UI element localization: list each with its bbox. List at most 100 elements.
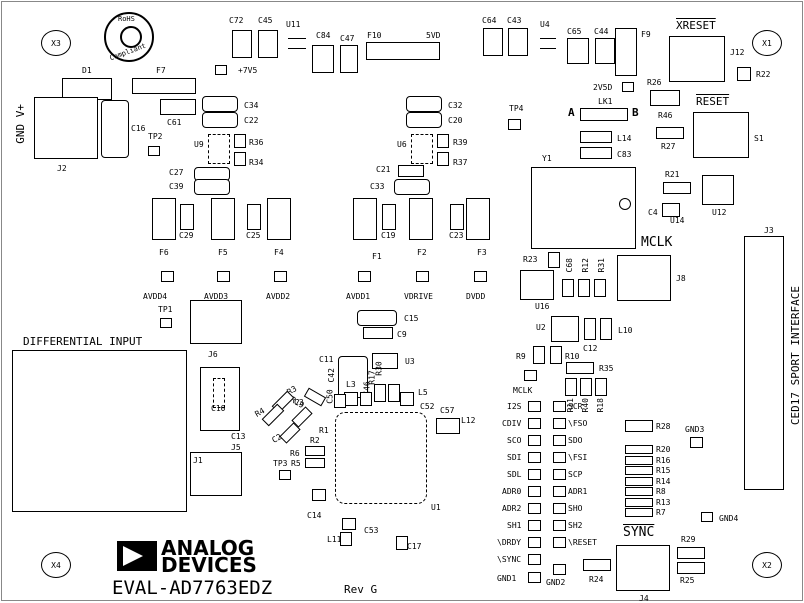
component-r28: [625, 420, 653, 432]
pin-pad: [528, 537, 541, 548]
test-point-tp3: [279, 470, 291, 480]
component-c12b: [600, 318, 612, 340]
xreset-switch-j12: [669, 36, 725, 82]
component-r21: [663, 182, 691, 194]
pin-pad: [528, 520, 541, 531]
sport-interface-j3: [744, 236, 784, 490]
regulator-u9: [208, 134, 230, 164]
pin-pad: [553, 452, 566, 463]
mount-hole-x3: X3: [41, 30, 71, 56]
pin-label: ADR0: [502, 487, 522, 496]
jumper-lk1: [580, 108, 628, 121]
component-f2: [409, 198, 433, 240]
analog-devices-logo: [117, 541, 157, 571]
component-l14: [580, 131, 612, 143]
component-c64: [483, 28, 503, 56]
resistor-pad: [625, 476, 653, 486]
component-r17: [374, 384, 386, 402]
component-f4: [267, 198, 291, 240]
resistor-pad: [625, 497, 653, 507]
component-c15: [357, 310, 397, 326]
pin-pad: [528, 486, 541, 497]
pin-label: CDIV: [502, 419, 522, 428]
board-name: EVAL-AD7763EDZ: [112, 577, 273, 599]
component-r18: [595, 378, 607, 396]
resistor-pad: [625, 508, 653, 517]
component-f5: [211, 198, 235, 240]
test-point-avdd4: [161, 271, 174, 282]
test-point-vdrive: [416, 271, 429, 282]
pin-pad: [528, 452, 541, 463]
test-point-7v5: [215, 65, 227, 75]
component-r12: [578, 279, 590, 297]
component-r5: [305, 458, 325, 468]
test-point-gnd1: [528, 572, 541, 583]
test-point-gnd2: [553, 564, 566, 575]
component-l3: [344, 392, 358, 406]
component-c10: [213, 378, 225, 408]
pin-pad: [528, 469, 541, 480]
component-r31: [594, 279, 606, 297]
component-c16: [101, 100, 129, 158]
component-c50: [334, 394, 346, 408]
component-f1: [353, 198, 377, 240]
ic-u3: [372, 353, 398, 369]
component-c83: [580, 147, 612, 159]
component-l5: [400, 392, 414, 406]
component-c25: [247, 204, 261, 230]
pin-label: \SYNC: [497, 555, 522, 564]
mount-hole-x2: X2: [752, 552, 782, 578]
component-c33: [394, 179, 430, 195]
test-point-gnd4: [701, 512, 713, 522]
resistor-label: R14: [656, 476, 671, 486]
test-point-tp1: [160, 318, 172, 328]
pin-label: SDO: [568, 436, 583, 445]
xreset-label: XRESET: [676, 19, 716, 32]
test-point-tp4: [508, 119, 521, 130]
pin-pad: [528, 418, 541, 429]
component-c20: [406, 112, 442, 128]
pin-pad: [553, 520, 566, 531]
pin-pad: [553, 486, 566, 497]
adc-u1-outline: [335, 412, 427, 504]
component-c57: [436, 418, 460, 434]
component-c47: [340, 45, 358, 73]
component-r9: [533, 346, 545, 364]
component-r35: [566, 362, 594, 374]
sync-connector-j4: [616, 545, 670, 591]
component-r36: [234, 134, 246, 148]
pin-pad: [553, 418, 566, 429]
component-r10: [550, 346, 562, 364]
component-c72: [232, 30, 252, 58]
board-revision: Rev G: [344, 583, 378, 596]
resistor-label: R8: [656, 487, 666, 496]
mount-hole-x4: X4: [41, 552, 71, 578]
pin-label: SDL: [507, 470, 522, 479]
test-point-avdd3: [217, 271, 230, 282]
component-r40: [580, 378, 592, 396]
component-c9: [363, 327, 393, 339]
component-c61: [160, 99, 196, 115]
component-c14: [312, 489, 326, 501]
component-r34: [234, 152, 246, 166]
component-c32: [406, 96, 442, 112]
test-point-avdd1: [358, 271, 371, 282]
pin-pad: [528, 401, 541, 412]
pin-pad: [553, 435, 566, 446]
mclk-connector-j8: [617, 255, 671, 301]
component-c43: [508, 28, 528, 56]
component-l11: [342, 518, 356, 530]
component-c44: [595, 38, 615, 64]
component-r23: [548, 252, 560, 268]
pin-pad: [553, 537, 566, 548]
component-r39: [437, 134, 449, 148]
component-c29: [180, 204, 194, 230]
ic-u12: [702, 175, 734, 205]
ic-u2: [551, 316, 579, 342]
resistor-pad: [625, 455, 653, 465]
pin-pad: [528, 503, 541, 514]
connector-j1: [190, 452, 242, 496]
component-r26: [650, 90, 680, 106]
component-c68: [562, 279, 574, 297]
